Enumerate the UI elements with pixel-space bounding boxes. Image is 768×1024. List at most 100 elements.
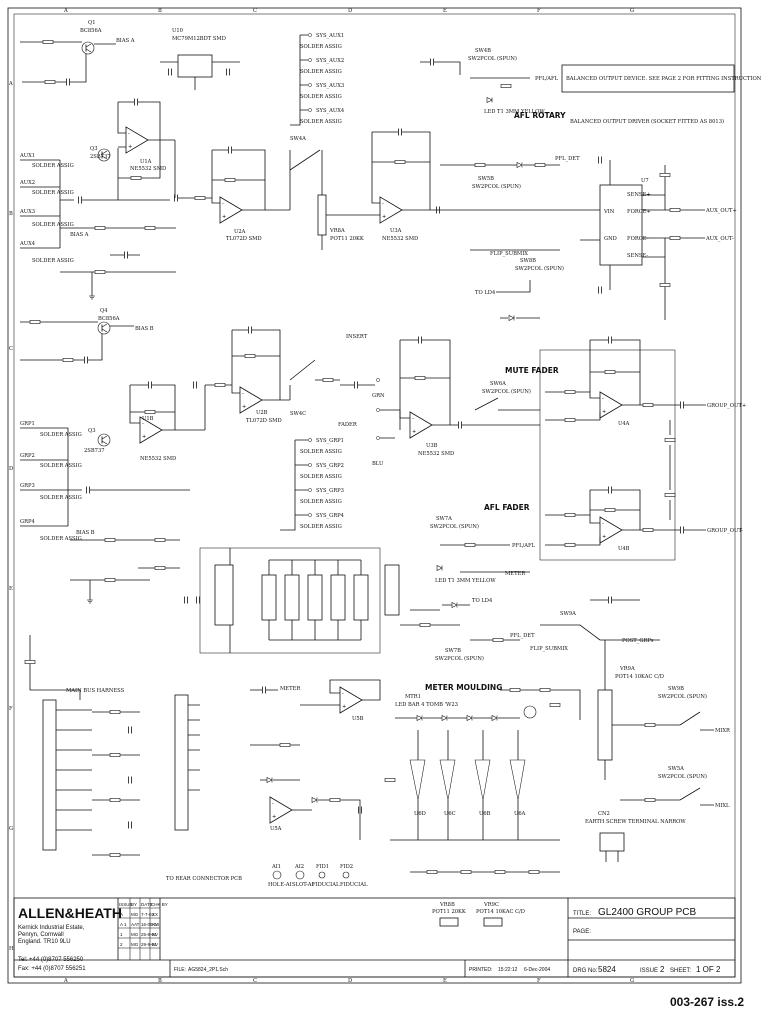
issue-row-0-chk: XX bbox=[152, 912, 158, 917]
sys-aux1-solder: SOLDER ASSIG bbox=[300, 44, 342, 50]
u3a-part: NE5532 SMD bbox=[382, 236, 418, 242]
u4a-ref: U4A bbox=[618, 421, 630, 427]
row-marker-e: E bbox=[9, 586, 13, 592]
aux-out-p-label: AUX_OUT+ bbox=[705, 208, 737, 214]
pfl-det-mid: PFL_DET bbox=[510, 633, 535, 639]
fiducial-ref-4: FID2 bbox=[340, 864, 353, 870]
col-marker-e: E bbox=[443, 8, 447, 14]
file-label: FILE: bbox=[174, 967, 186, 973]
u2a-stage: U2A TL072D SMD SW4A bbox=[174, 136, 321, 242]
column-markers: A B C D E F G A B C D E F G bbox=[63, 8, 634, 984]
u1a-part: NE5532 SMD bbox=[130, 166, 166, 172]
cn2-ref: CN2 bbox=[598, 811, 610, 817]
sys-grp4-label: SYS_GRP4 bbox=[316, 513, 345, 519]
drg-label: DRG No: bbox=[573, 968, 598, 974]
printed-date: 6-Dec-2004 bbox=[524, 967, 550, 973]
row-marker-h: H bbox=[9, 946, 14, 952]
col-marker-f: F bbox=[537, 8, 541, 14]
u2b-stage: U2B TL072D SMD SW4C SYS_GRP1 SYS_GRP2 SY… bbox=[193, 326, 345, 531]
sw7a-spin: SW2PCOL (SPUN) bbox=[430, 523, 479, 530]
sheet-number: 1 OF 2 bbox=[696, 965, 721, 974]
aux-input-section: Q1 BC856A BIAS A Q3 2SB737 U1A NE5532 SM… bbox=[19, 20, 176, 300]
balanced-output-note: BALANCED OUTPUT DEVICE. SEE PAGE 2 FOR F… bbox=[561, 64, 762, 125]
aux3-label: AUX3 bbox=[19, 209, 35, 215]
fader-label: FADER bbox=[338, 422, 358, 428]
u6b-ref: U6B bbox=[479, 811, 491, 817]
flip-submix-top: FLIP_SUBMIX bbox=[490, 251, 528, 257]
to-ld4-mid: TO LD4 bbox=[472, 598, 493, 604]
u7-force-n: FORCE- bbox=[627, 236, 649, 242]
col-marker-c: C bbox=[253, 8, 257, 14]
sw7a-label: SW7A bbox=[436, 516, 452, 522]
sw4a-label: SW4A bbox=[290, 136, 306, 142]
col-marker-a: A bbox=[63, 8, 68, 14]
sys-grp4-solder: SOLDER ASSIG bbox=[300, 524, 342, 530]
row-marker-f: F bbox=[9, 706, 13, 712]
grp4-label: GRP4 bbox=[20, 519, 36, 525]
u4-output-stage: U4A U4B GROUP_OUT+ GROUP_OUT- bbox=[539, 336, 746, 604]
grp3-label: GRP3 bbox=[20, 483, 35, 489]
address-line-3: England. TR10 9LU bbox=[18, 939, 71, 945]
issue-row-3-issue: 2 bbox=[120, 942, 123, 947]
sys-aux2-label: SYS_AUX2 bbox=[316, 58, 344, 64]
issue-header-chk: CHK BY bbox=[151, 902, 168, 907]
col-marker-c-bottom: C bbox=[253, 978, 257, 984]
sw8b-spin: SW2PCOL (SPUN) bbox=[515, 265, 564, 272]
to-ld4-top: TO LD4 bbox=[475, 290, 496, 296]
q1-ref: Q1 bbox=[88, 20, 96, 26]
bias-b-label: BIAS B bbox=[135, 326, 154, 332]
sw8b-label: SW8B bbox=[520, 258, 536, 264]
col-marker-a-bottom: A bbox=[63, 978, 68, 984]
insert-fader-section: INSERT FADER GRN BLU bbox=[338, 334, 401, 467]
aux1-solder: SOLDER ASSIG bbox=[32, 163, 74, 169]
fiducials: AI1 AI2 FID1 FID2 HOLE-AI SLOT-AI FIDUCI… bbox=[268, 864, 368, 888]
pfl-afl-top: PFL/AFL bbox=[535, 76, 559, 82]
u10-part: MC79M12BDT SMD bbox=[172, 36, 226, 42]
opamp-u3b bbox=[409, 411, 433, 439]
col-marker-d: D bbox=[348, 8, 352, 14]
u7-sense-p: SENSE+ bbox=[627, 192, 651, 198]
vr8a-part: POT11 20KK bbox=[330, 236, 364, 242]
issue-row-1-chk: KV bbox=[152, 922, 158, 927]
bias-a-lower: BIAS A bbox=[70, 232, 89, 238]
issue-header-date: DATE bbox=[141, 902, 153, 907]
issue-row-3-by: MG bbox=[131, 942, 139, 947]
u3b-ref: U3B bbox=[426, 443, 438, 449]
sw1b-spin: SW2PCOL (SPUN) bbox=[472, 183, 521, 190]
grp2-solder: SOLDER ASSIG bbox=[40, 463, 82, 469]
balanced-driver-u7: U7 VIN GND SENSE+ FORCE+ FORCE- SENSE- A… bbox=[580, 156, 737, 320]
afl-fader-heading: AFL FADER bbox=[484, 503, 530, 512]
printed-label: PRINTED: bbox=[469, 967, 492, 973]
issue-row-0-by: MG bbox=[131, 912, 139, 917]
issue-row-3-chk: KV bbox=[152, 942, 158, 947]
opamp-u2a bbox=[219, 196, 243, 224]
fiducial-ref-2: AI2 bbox=[294, 864, 304, 870]
u3b-stage: U3B NE5532 SMD MUTE FADER SW6A SW2PCOL (… bbox=[399, 336, 559, 584]
power-decoupling bbox=[184, 547, 400, 654]
sys-aux1-label: SYS_AUX1 bbox=[316, 33, 344, 39]
vr9c-ref: VR9C bbox=[483, 902, 499, 908]
led-ld0 bbox=[486, 97, 493, 103]
sw6a-label: SW6A bbox=[490, 381, 506, 387]
fiducial-label-2: SLOT-AI bbox=[292, 882, 314, 888]
fiducial-label-4: FIDUCIAL bbox=[340, 882, 368, 888]
u1b-part: NE5532 SMD bbox=[140, 456, 176, 462]
issue-row-1-date: 16-06-04 bbox=[141, 922, 160, 927]
sys-grp3-label: SYS_GRP3 bbox=[316, 488, 344, 494]
post-grps-label: POST_GRPs bbox=[622, 638, 654, 644]
row-marker-c: C bbox=[9, 346, 13, 352]
grp1-solder: SOLDER ASSIG bbox=[40, 432, 82, 438]
aux2-solder: SOLDER ASSIG bbox=[32, 190, 74, 196]
issue-row-2-issue: 1 bbox=[120, 932, 123, 937]
mtr1-part: LED BAR 4 TOMB 'W23 bbox=[395, 702, 458, 708]
u6d-ref: U6D bbox=[414, 811, 426, 817]
u6c-ref: U6C bbox=[444, 811, 456, 817]
bias-a-label: BIAS A bbox=[116, 38, 135, 44]
grp1-label: GRP1 bbox=[20, 421, 35, 427]
aux4-label: AUX4 bbox=[19, 241, 36, 247]
vr9a-part: POT14 10KAC C/D bbox=[615, 674, 664, 680]
sw9b-label: SW9B bbox=[668, 686, 684, 692]
u7-gnd: GND bbox=[604, 236, 617, 242]
sys-aux4-label: SYS_AUX4 bbox=[316, 108, 345, 114]
issue-header-by: BY bbox=[131, 902, 137, 907]
